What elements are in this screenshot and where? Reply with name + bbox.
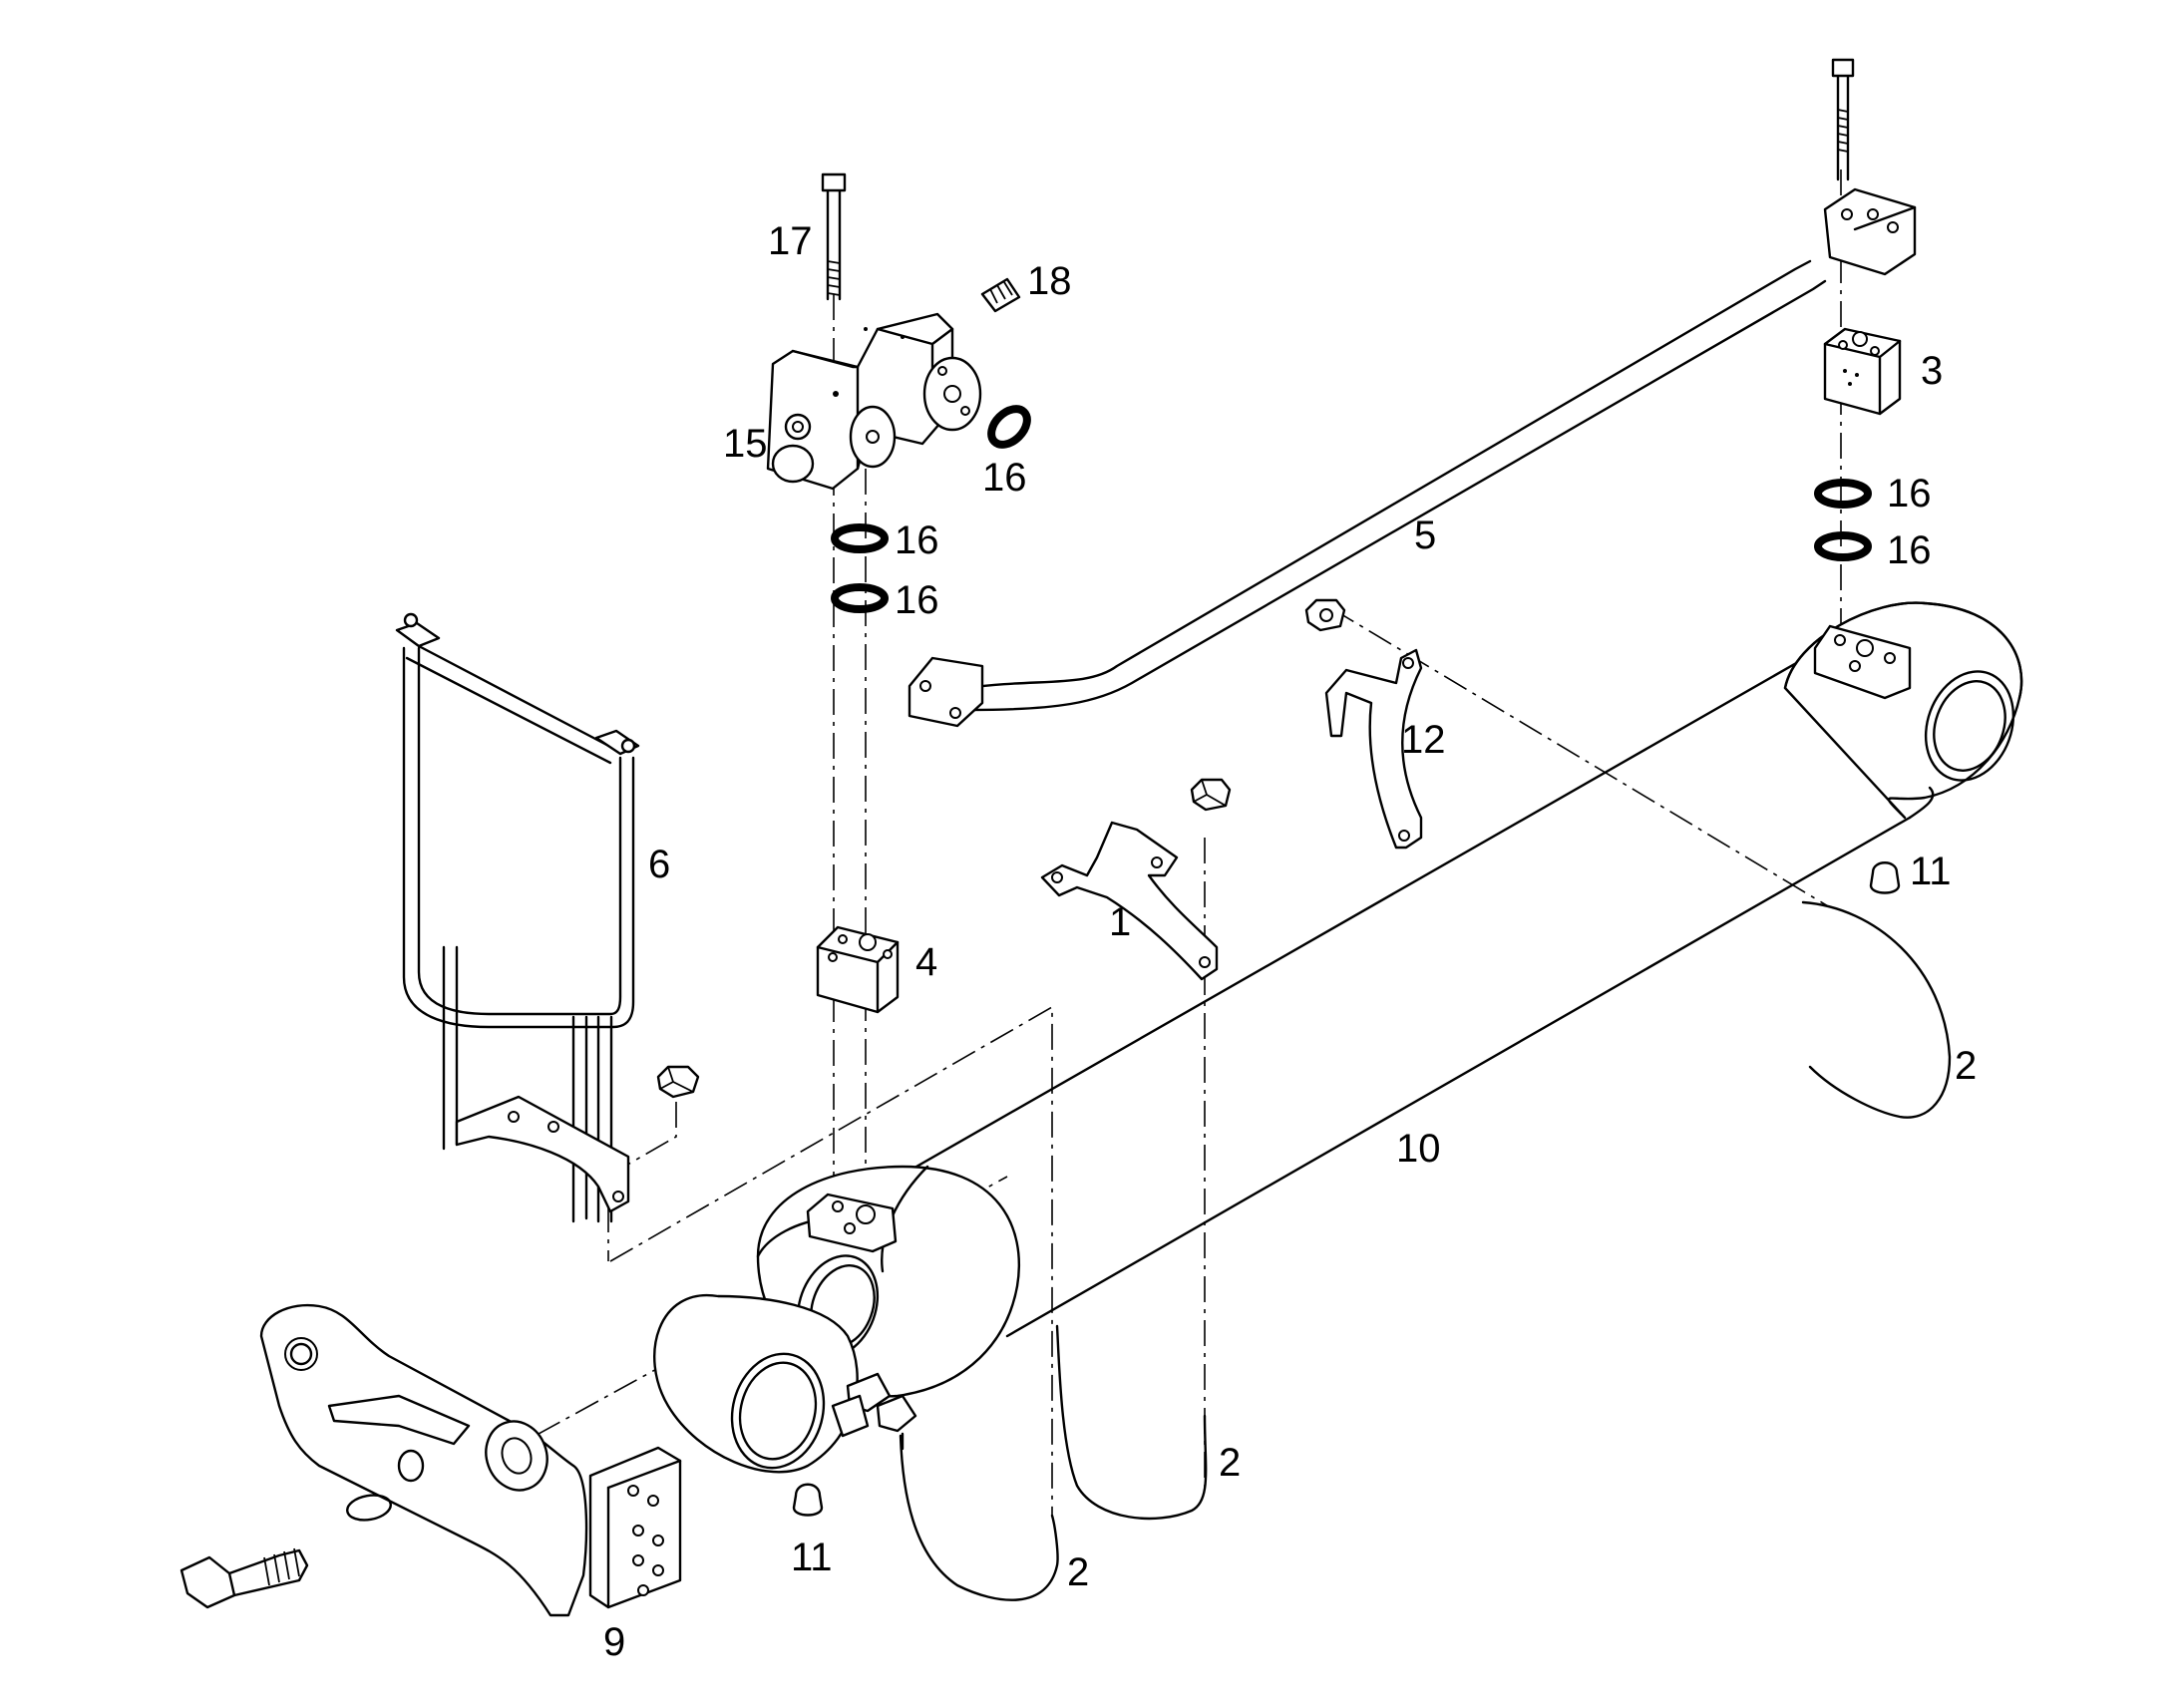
o-ring-16-c (831, 583, 889, 613)
callout-16: 16 (982, 456, 1027, 500)
bracket-12 (1324, 648, 1423, 850)
grease-cap-11-rear (1869, 861, 1901, 894)
callout-16: 16 (895, 518, 939, 562)
callout-6: 6 (648, 843, 670, 886)
callout-1: 1 (1109, 900, 1131, 944)
hydraulic-cylinder-barrel (653, 601, 2023, 1474)
port-block-3 (1823, 327, 1902, 416)
callout-5: 5 (1414, 513, 1436, 557)
callout-2: 2 (1067, 1550, 1089, 1594)
o-rings (831, 405, 1872, 613)
o-ring-16-e (1814, 531, 1872, 561)
callout-16: 16 (1887, 528, 1932, 572)
callout-4: 4 (915, 940, 937, 984)
callout-3: 3 (1921, 349, 1943, 393)
o-ring-16-a (987, 405, 1031, 449)
callout-11: 11 (1910, 850, 1952, 893)
mounting-bracket-9 (259, 1303, 682, 1617)
o-ring-16-d (1814, 479, 1872, 509)
callout-16: 16 (895, 578, 939, 622)
port-block-4 (816, 925, 900, 1014)
nut-hex-1 (1190, 778, 1232, 812)
callout-16: 16 (1887, 472, 1932, 515)
o-ring-16-b (831, 523, 889, 553)
valve-block (766, 172, 1021, 491)
hydraulic-tube (908, 58, 1917, 728)
callout-11: 11 (791, 1536, 833, 1579)
nut-hex-12 (1304, 598, 1346, 632)
bracket-1 (1040, 821, 1219, 981)
callout-18: 18 (1027, 259, 1072, 303)
callout-15: 15 (723, 422, 768, 466)
callout-labels: 1 2 2 2 3 4 5 6 9 10 11 11 12 15 16 16 1… (603, 219, 1977, 1664)
callout-2: 2 (1955, 1044, 1977, 1088)
callout-17: 17 (768, 219, 813, 263)
callout-10: 10 (1396, 1127, 1441, 1171)
callout-2: 2 (1219, 1441, 1241, 1485)
retaining-clips (899, 900, 1952, 1601)
callout-12: 12 (1401, 718, 1446, 762)
nut-hex-6 (656, 1065, 700, 1099)
callout-9: 9 (603, 1620, 625, 1664)
bolt-hex-head (180, 1547, 309, 1609)
step-guard-6 (395, 612, 640, 1223)
grease-cap-11-front (792, 1483, 824, 1517)
